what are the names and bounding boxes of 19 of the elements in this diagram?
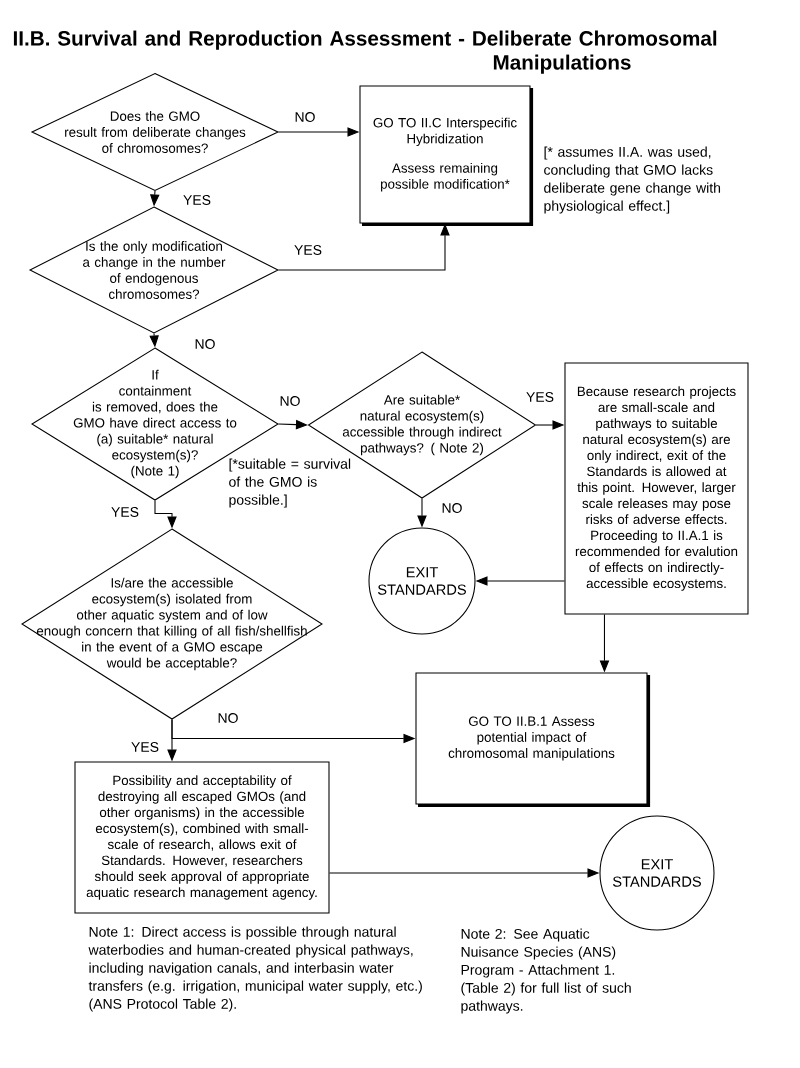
title: II.B. Survival and Reproduction Assessment - Deliberate Chromosomal Manipulations	[13, 30, 717, 74]
note-text: [*suitable = survival of the GMO is possible.]	[229, 458, 351, 508]
edge-label: YES	[109, 505, 141, 519]
process-box: GO TO II.C Interspecific Hybridization Assess remaining possible modification*	[359, 85, 534, 227]
edge-label: NO	[278, 394, 302, 408]
note-text: [* assumes II.A. was used, concluding that GMO lacks deliberate gene change with physiological effect.]	[544, 146, 721, 214]
edge-label: YES	[524, 390, 556, 404]
edge-label: NO	[440, 501, 464, 515]
process-box: Because research projects are small-scale and pathways to suitable natural ecosystem(s) are only indirect, exit of the Standards is allowed at this point. However, larger scale releases may pose risks of adverse effects. Proceeding to II.A.1 is recommended for evalution of effects on indirectly-accessible ecosystems.	[564, 362, 749, 615]
edge-label: YES	[292, 243, 324, 257]
process-box: Possibility and acceptability of destroying all escaped GMOs (and other organisms) in the accessible ecosystem(s), combined with small-scale of research, allows exit of Standards. However, researchers should seek approval of appropriate aquatic research management agency.	[74, 761, 330, 914]
note-text: Note 2: See Aquatic Nuisance Species (ANS) Program - Attachment 1. (Table 2) for full list of such pathways.	[461, 928, 631, 1014]
edge-label: NO	[293, 110, 317, 124]
edge-label: YES	[181, 193, 213, 207]
edge-label: YES	[129, 740, 161, 754]
arrow	[278, 419, 308, 430]
process-box: GO TO II.B.1 Assess potential impact of chromosomal manipulations	[415, 672, 651, 808]
note-text: Note 1: Direct access is possible through natural waterbodies and human-created physical pathways, including navigation canals, and interbasin water transfers (e.g. irrigation, municipal water supply, etc.) (ANS Protocol Table 2).	[88, 926, 422, 1012]
edge-label: NO	[193, 337, 217, 351]
